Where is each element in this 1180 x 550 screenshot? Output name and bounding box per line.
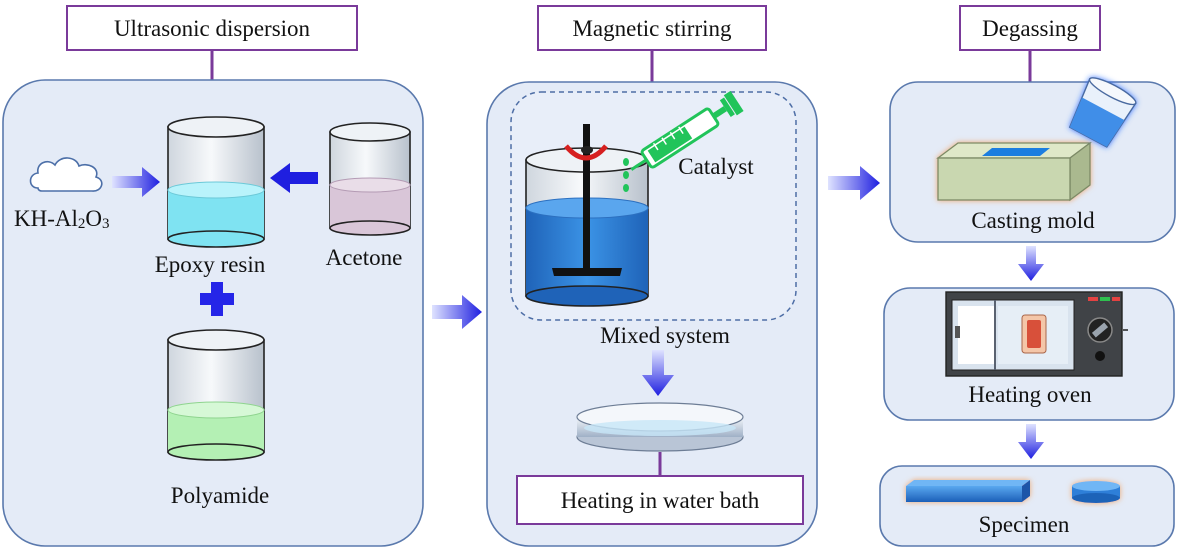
oven-icon <box>945 291 1128 377</box>
flow-arrow-icon <box>828 166 880 200</box>
specimen-label: Specimen <box>979 512 1070 537</box>
ultrasonic-title-box <box>66 5 358 51</box>
specimen-bar-icon <box>906 480 1030 502</box>
syringe-icon <box>623 90 744 192</box>
stirrer-icon <box>525 124 649 307</box>
water-bath-box <box>516 475 804 525</box>
mixed-system-label: Mixed system <box>600 323 730 348</box>
acetone-label: Acetone <box>326 245 403 270</box>
pouring-cup-icon <box>1068 77 1137 148</box>
plus-icon <box>200 282 234 316</box>
stage-degassing: Degassing Casting mold <box>879 5 1176 547</box>
magnetic-title: Magnetic stirring <box>572 16 732 41</box>
polyamide-label: Polyamide <box>171 483 269 508</box>
degassing-title: Degassing <box>982 16 1078 41</box>
stage-ultrasonic: Ultrasonic dispersion KH-Al2O3 Epoxy res… <box>2 5 424 547</box>
flow-arrow-icon <box>432 295 482 329</box>
magnetic-title-box <box>537 5 767 51</box>
flow-arrow-icon <box>1018 424 1044 459</box>
beaker-icon <box>329 122 411 236</box>
flow-arrow-icon <box>270 163 318 193</box>
petri-dish-icon <box>576 402 744 452</box>
flow-arrow-icon <box>1018 246 1044 281</box>
specimen-disc-icon <box>1072 481 1120 503</box>
flow-arrow-icon <box>642 350 674 396</box>
kh-al2o3-label: KH-Al2O3 <box>14 206 110 232</box>
degassing-title-box <box>959 5 1101 51</box>
casting-mold-label: Casting mold <box>971 208 1095 233</box>
ultrasonic-title: Ultrasonic dispersion <box>114 16 311 41</box>
flow-arrow-icon <box>112 167 160 197</box>
casting-mold-icon <box>936 141 1092 202</box>
catalyst-label: Catalyst <box>678 154 754 179</box>
water-bath-label: Heating in water bath <box>561 488 760 513</box>
cloud-icon <box>29 157 103 192</box>
beaker-icon <box>167 329 265 461</box>
beaker-icon <box>167 116 265 248</box>
oven-label: Heating oven <box>968 382 1092 407</box>
epoxy-label: Epoxy resin <box>155 252 266 277</box>
stage-magnetic: Magnetic stirring <box>486 5 818 547</box>
